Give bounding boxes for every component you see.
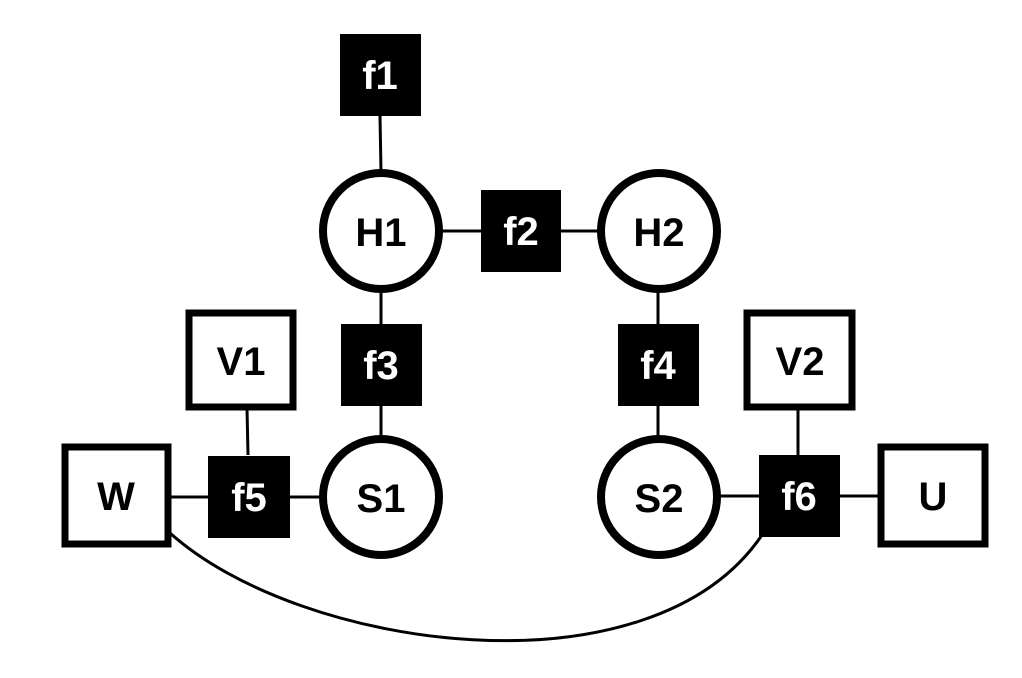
factor-label-f4: f4 <box>640 344 676 388</box>
observed-label-v1: V1 <box>217 340 266 384</box>
factor-node-f5: f5 <box>208 456 290 538</box>
variable-label-s1: S1 <box>357 477 406 521</box>
variable-node-h1: H1 <box>319 169 443 293</box>
observed-label-v2: V2 <box>776 340 825 384</box>
variable-label-s2: S2 <box>635 477 684 521</box>
factor-label-f3: f3 <box>363 344 399 388</box>
variable-node-h2: H2 <box>597 169 721 293</box>
edges <box>167 115 881 643</box>
factor-label-f1: f1 <box>362 54 398 98</box>
variable-node-s1: S1 <box>319 435 443 559</box>
observed-node-v1: V1 <box>185 309 297 411</box>
factor-node-f6: f6 <box>759 455 840 537</box>
observed-node-v2: V2 <box>743 309 856 411</box>
factor-label-f5: f5 <box>231 476 267 520</box>
factor-node-f4: f4 <box>618 324 699 406</box>
factor-node-f2: f2 <box>481 190 561 272</box>
variable-label-h1: H1 <box>355 211 406 255</box>
observed-label-u: U <box>919 475 948 519</box>
edge-f1-h1 <box>378 115 383 173</box>
variable-label-h2: H2 <box>633 211 684 255</box>
factor-node-f1: f1 <box>340 34 421 116</box>
variable-node-s2: S2 <box>597 435 721 559</box>
edge-v1-f5 <box>245 407 250 456</box>
observed-node-w: W <box>61 443 172 548</box>
factor-label-f6: f6 <box>781 475 817 519</box>
observed-label-w: W <box>97 475 135 519</box>
edge-w-f6-curve <box>168 531 764 643</box>
factor-label-f2: f2 <box>503 210 539 254</box>
observed-node-u: U <box>877 443 989 548</box>
factor-node-f3: f3 <box>341 324 422 406</box>
